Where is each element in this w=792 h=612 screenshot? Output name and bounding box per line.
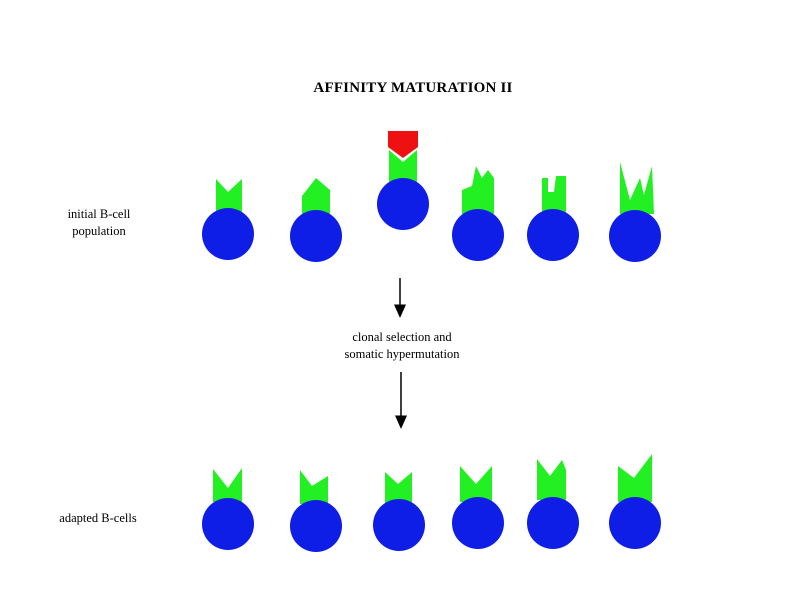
receptor [460,466,492,502]
adapted-cells-label: adapted B-cells [59,511,137,525]
b-cell [609,497,661,549]
receptor [300,470,328,504]
receptor [462,166,494,214]
adapted-cell-5 [527,459,579,549]
receptor [537,459,566,500]
b-cell [377,178,429,230]
adapted-cell-2 [290,470,342,552]
receptor [389,150,417,182]
b-cell [452,209,504,261]
b-cell [290,210,342,262]
process-label: clonal selection and somatic hypermutati… [344,330,460,361]
initial-cell-6 [609,162,661,262]
b-cell [527,497,579,549]
receptor [620,162,654,214]
initial-cell-4 [452,166,504,261]
antigen [388,131,418,158]
b-cell [373,499,425,551]
b-cell [527,209,579,261]
receptor [216,179,242,212]
adapted-cell-1 [202,468,254,550]
initial-cell-1 [202,179,254,260]
b-cell [609,210,661,262]
b-cell [452,497,504,549]
initial-cell-5 [527,176,579,261]
receptor [618,454,652,502]
b-cell [202,498,254,550]
receptor [385,472,412,504]
b-cell [290,500,342,552]
receptor [302,178,330,216]
initial-cell-2 [290,178,342,262]
adapted-cell-6 [609,454,661,549]
receptor [542,176,566,214]
initial-cell-selected [377,131,429,230]
adapted-cell-3 [373,472,425,551]
receptor [213,468,242,502]
initial-population-label: initial B-cell population [67,207,131,238]
adapted-cell-4 [452,466,504,549]
b-cell [202,208,254,260]
diagram-title: AFFINITY MATURATION II [313,80,513,96]
